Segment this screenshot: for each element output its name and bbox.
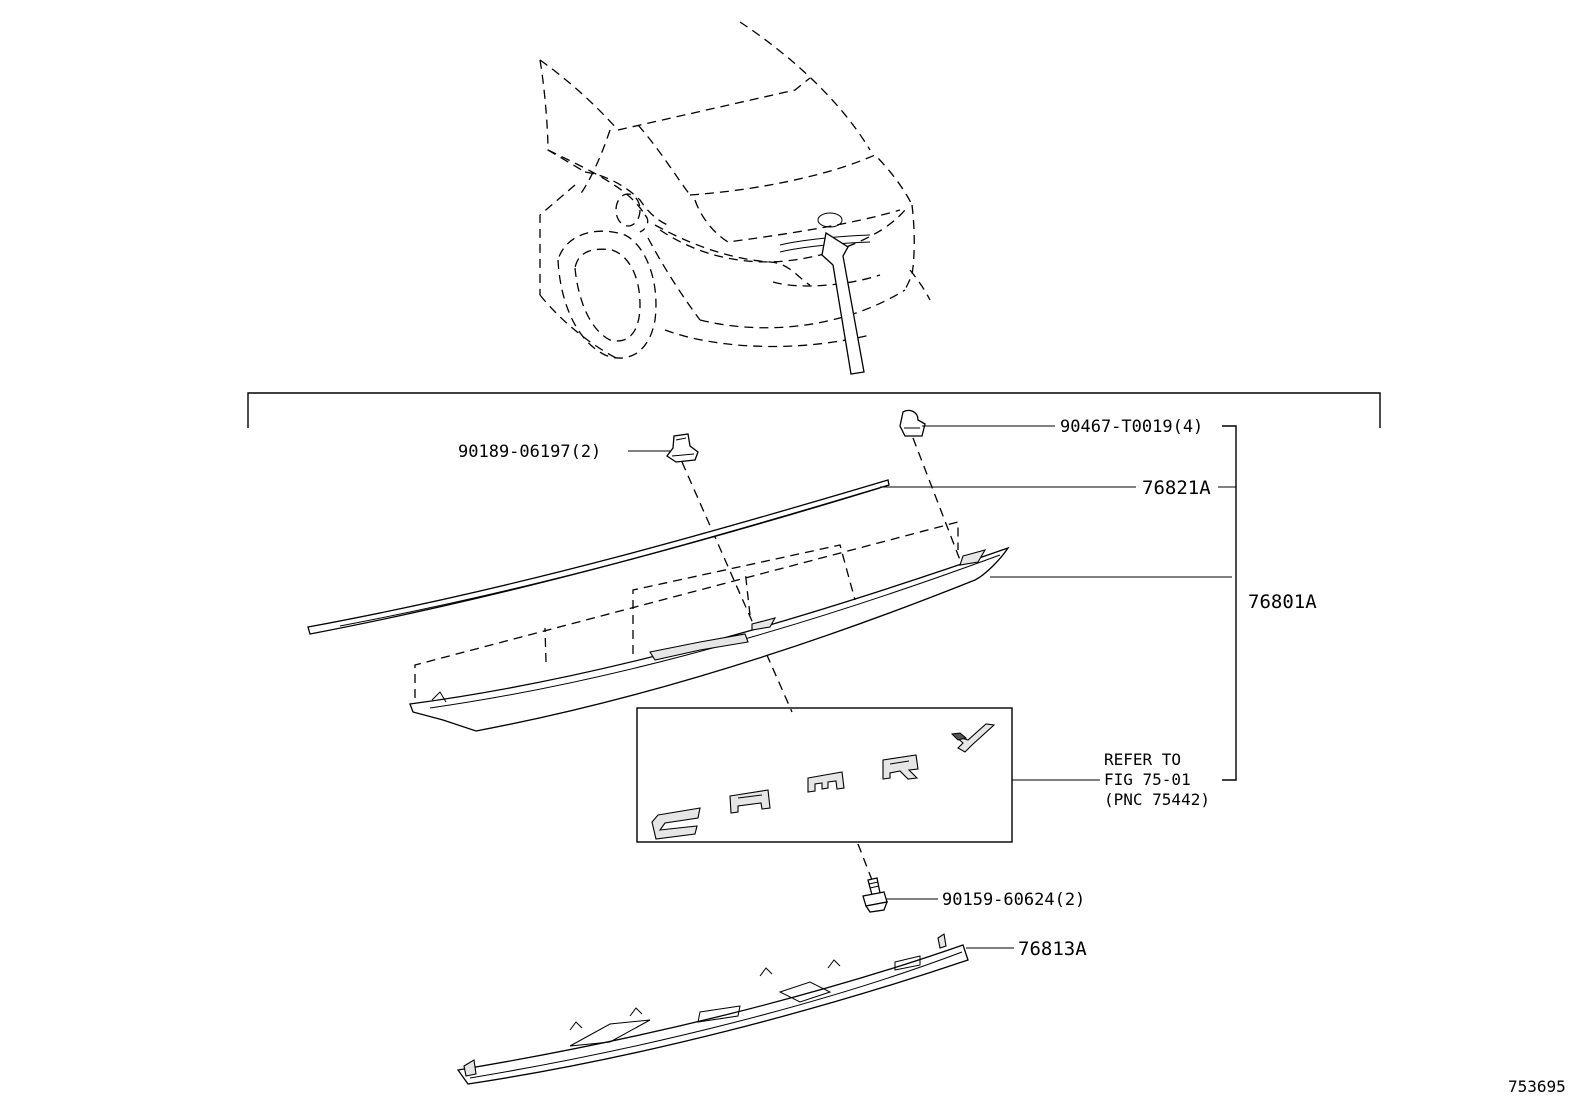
- moulding-76821A-icon: [307, 479, 890, 635]
- screw-90159-icon: [862, 877, 889, 913]
- label-76813A: 76813A: [1018, 938, 1087, 960]
- emblem-reference-box: [636, 707, 1013, 843]
- clip-90189-icon: [666, 433, 699, 463]
- dash-panel-mid2: [744, 569, 751, 616]
- dash-screw: [857, 843, 873, 881]
- ref-note-line3: (PNC 75442): [1104, 790, 1210, 809]
- ref-note-line2: FIG 75-01: [1104, 770, 1191, 789]
- diagram-id: 753695: [1508, 1077, 1566, 1096]
- dash-90189: [681, 461, 793, 713]
- garnish-panel-icon: [409, 546, 1010, 732]
- lower-cover-76813A-icon: [456, 933, 969, 1085]
- label-76821A: 76821A: [1142, 477, 1211, 499]
- label-76801A: 76801A: [1248, 591, 1317, 613]
- dash-panel-outline: [414, 521, 959, 698]
- group-bracket: [247, 392, 1381, 428]
- label-90159-60624: 90159-60624(2): [942, 890, 1085, 910]
- label-90189-06197: 90189-06197(2): [458, 442, 601, 462]
- vehicle-rear-illustration: [539, 21, 931, 375]
- dash-90467: [912, 437, 961, 561]
- clip-90467-icon: [899, 409, 926, 437]
- dash-panel-mid: [544, 627, 547, 663]
- assembly-bracket: [1222, 425, 1237, 781]
- dash-panel-inner: [632, 544, 856, 654]
- label-90467-T0019: 90467-T0019(4): [1060, 417, 1203, 437]
- ref-note-line1: REFER TO: [1104, 750, 1181, 769]
- emblem-camry-icon: [651, 723, 996, 840]
